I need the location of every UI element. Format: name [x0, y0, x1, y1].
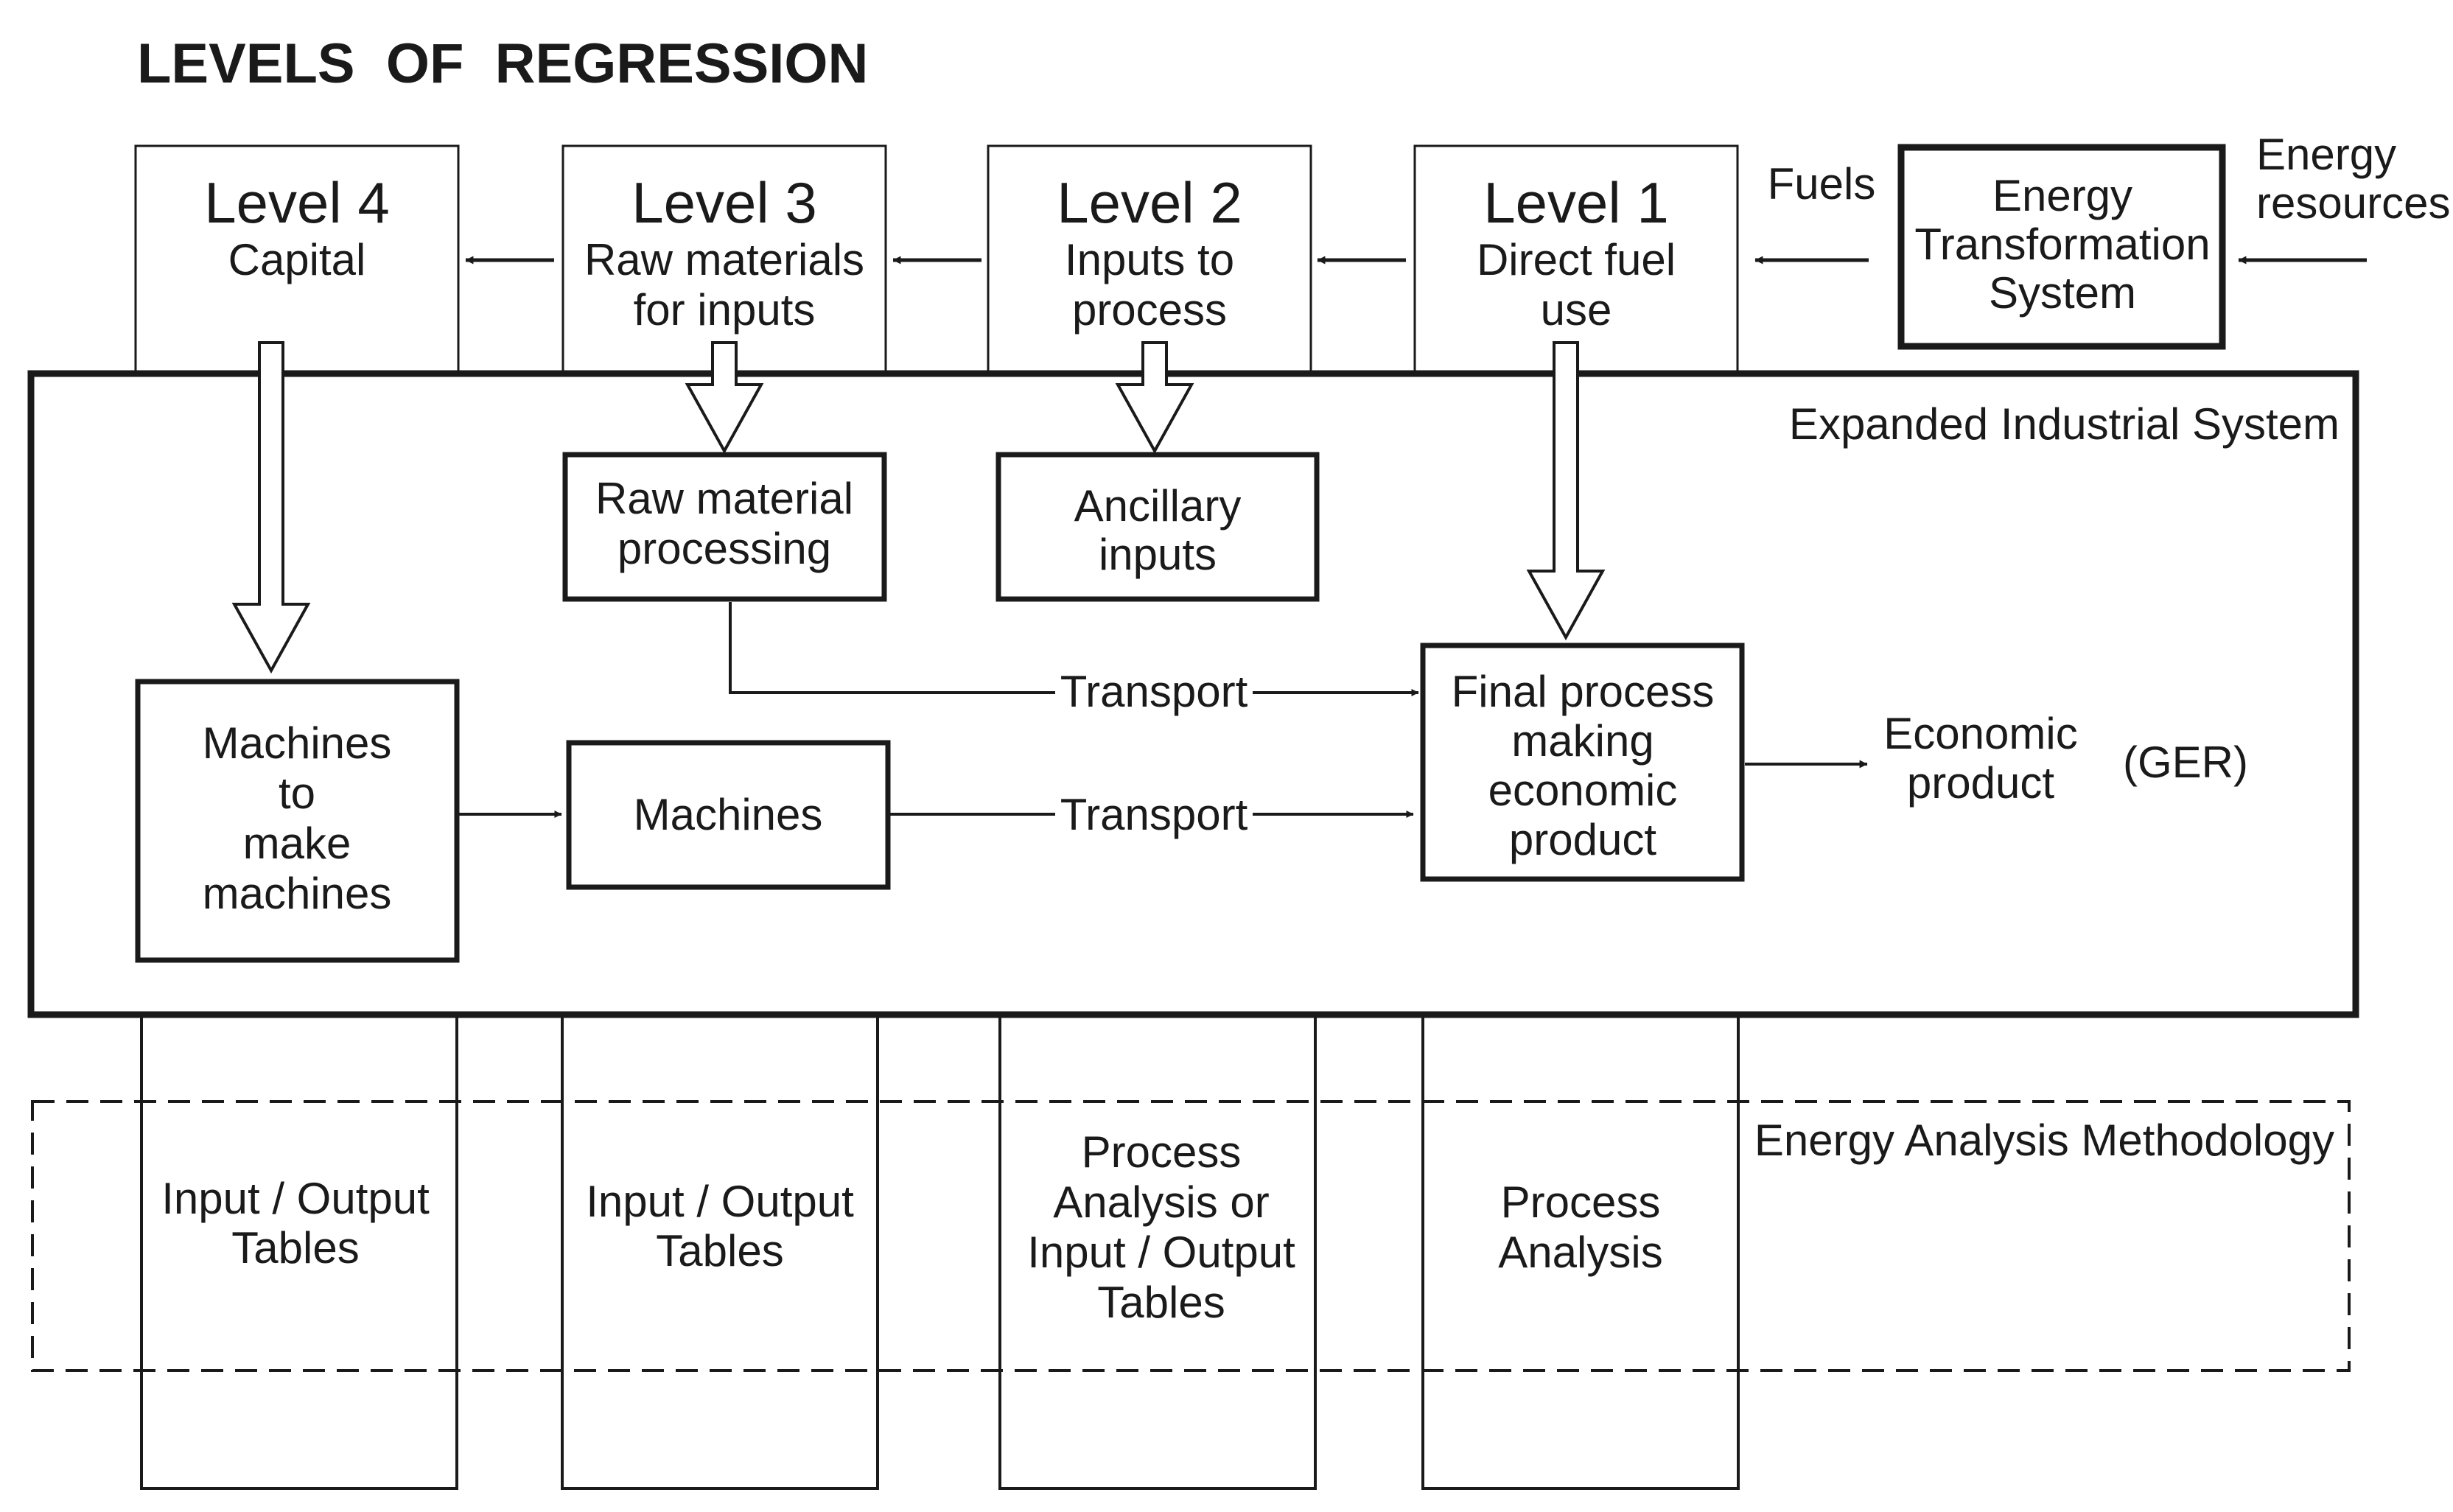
- method-level-1-line-2: Analysis: [1498, 1228, 1662, 1277]
- machines-label: Machines: [634, 790, 823, 839]
- mtm-line-4: machines: [203, 869, 392, 918]
- transport-label-upper: Transport: [1060, 667, 1248, 716]
- level-boxes: [134, 144, 1739, 376]
- ger-label: (GER): [2123, 738, 2248, 787]
- ets-line-1: Energy: [1992, 171, 2132, 220]
- ancillary-line-1: Ancillary: [1074, 481, 1242, 531]
- ancillary-inputs-box: [995, 452, 1320, 602]
- mtm-line-1: Machines: [203, 718, 392, 768]
- method-level-2-line-2: Analysis or: [1053, 1177, 1269, 1227]
- level-4-desc-line-1: Capital: [228, 235, 366, 284]
- mtm-line-2: to: [279, 769, 315, 818]
- level-3-box: [561, 144, 887, 376]
- method-level-2-line-4: Tables: [1097, 1278, 1225, 1327]
- economic-product-line-1: Economic: [1883, 709, 2077, 758]
- economic-product-line-2: product: [1907, 758, 2054, 808]
- hollow-arrow-level-2: [1115, 341, 1194, 455]
- energy-transformation-box: [1897, 144, 2226, 350]
- final-process-line-3: economic: [1488, 766, 1678, 815]
- energy-resources-line-2: resources: [2256, 178, 2450, 228]
- final-process-line-4: product: [1509, 815, 1656, 864]
- level-3-desc-line-1: Raw materials: [584, 235, 864, 284]
- level-2-desc-line-1: Inputs to: [1065, 235, 1234, 284]
- method-level-3-line-1: Input / Output: [586, 1177, 854, 1226]
- flow-connectors: [458, 602, 1868, 818]
- mtm-line-3: make: [243, 819, 351, 868]
- level-2-box: [987, 144, 1312, 376]
- hollow-down-arrows: [231, 341, 1606, 674]
- level-2-heading: Level 2: [1057, 170, 1242, 235]
- method-level-3-line-2: Tables: [656, 1226, 783, 1275]
- raw-material-processing-box: [562, 452, 887, 602]
- level-1-desc-line-1: Direct fuel: [1477, 235, 1676, 284]
- machines-to-make-machines-box: [135, 679, 460, 963]
- method-level-2-line-1: Process: [1082, 1127, 1242, 1177]
- hollow-arrow-level-3: [685, 341, 764, 455]
- level-2-desc-line-2: process: [1072, 285, 1227, 335]
- level-1-heading: Level 1: [1483, 170, 1669, 235]
- raw-material-connector-drop: [729, 602, 1055, 694]
- level-4-heading: Level 4: [204, 170, 390, 235]
- hollow-arrow-level-1: [1526, 341, 1606, 641]
- transport-label-lower: Transport: [1060, 790, 1248, 839]
- raw-material-line-2: processing: [617, 524, 831, 573]
- method-level-4-line-1: Input / Output: [161, 1174, 430, 1223]
- energy-resources-line-1: Energy: [2256, 130, 2396, 179]
- final-process-box: [1420, 643, 1745, 882]
- method-level-4-line-2: Tables: [231, 1223, 359, 1273]
- ets-line-2: Transformation: [1914, 220, 2210, 269]
- ets-line-3: System: [1989, 268, 2136, 318]
- machines-box: [566, 740, 891, 890]
- diagram-title: LEVELS OF REGRESSION: [137, 32, 868, 95]
- methodology-band: [31, 1100, 2351, 1372]
- final-process-line-1: Final process: [1452, 667, 1715, 716]
- method-level-1-line-1: Process: [1501, 1177, 1661, 1227]
- level-3-desc-line-2: for inputs: [634, 285, 816, 335]
- level-4-box: [134, 144, 460, 376]
- level-3-heading: Level 3: [631, 170, 817, 235]
- hollow-arrow-level-4: [231, 341, 311, 674]
- methodology-label: Energy Analysis Methodology: [1754, 1116, 2334, 1165]
- fuels-label: Fuels: [1768, 159, 1876, 209]
- raw-material-line-1: Raw material: [595, 474, 853, 523]
- method-level-2-line-3: Input / Output: [1027, 1228, 1295, 1277]
- system-label: Expanded Industrial System: [1789, 399, 2340, 449]
- final-process-line-2: making: [1511, 716, 1654, 766]
- ancillary-line-2: inputs: [1099, 530, 1217, 579]
- level-1-desc-line-2: use: [1541, 285, 1612, 335]
- level-1-box: [1413, 144, 1739, 376]
